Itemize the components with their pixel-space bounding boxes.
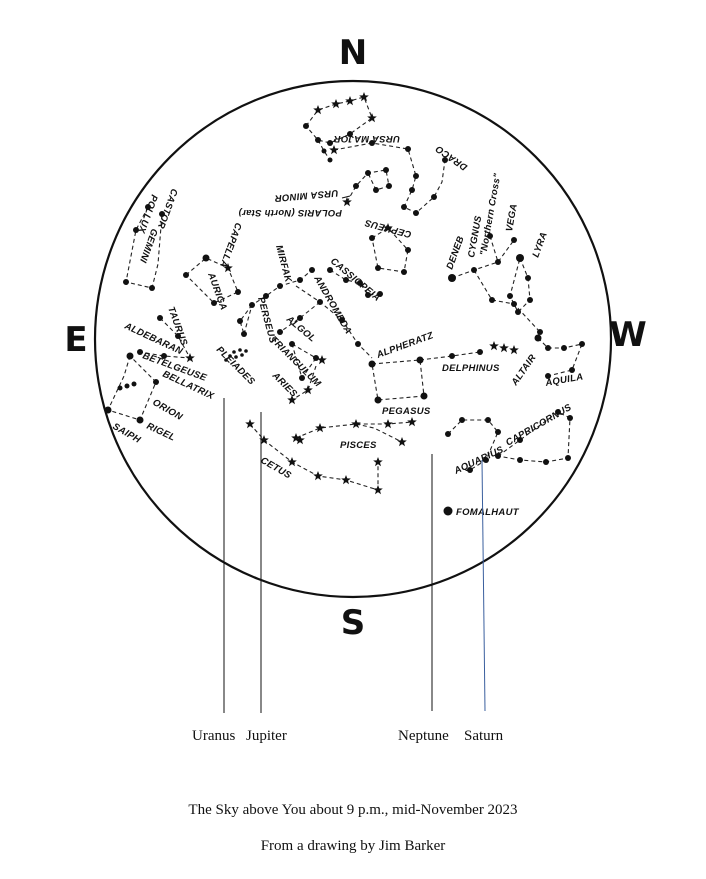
label-deneb: DENEB: [444, 235, 466, 271]
label-lyra: LYRA: [530, 230, 549, 259]
label-rigel: RIGEL: [145, 421, 177, 444]
compass-east: E: [64, 320, 87, 360]
label-orion: ORION: [151, 397, 185, 423]
label-mirfak: MIRFAK: [273, 244, 294, 285]
polaris-arrow: [341, 195, 351, 199]
label-auriga: AURIGA: [205, 270, 229, 312]
star-dots: [104, 123, 585, 516]
label-polaris: POLARIS (North Star): [238, 207, 342, 218]
label-alpheratz: ALPHERATZ: [374, 330, 435, 361]
label-pisces: PISCES: [340, 440, 377, 451]
label-ursa-major: URSA MAJOR: [333, 133, 400, 144]
horizon-circle: [93, 79, 613, 599]
caption-title: The Sky above You about 9 p.m., mid-Nove…: [188, 802, 518, 818]
label-fomalhaut: FOMALHAUT: [456, 507, 520, 518]
constellation-labels: URSA MAJOR URSA MINOR POLARIS (North Sta…: [111, 133, 585, 518]
planet-label-neptune: Neptune: [398, 728, 449, 744]
label-castor: CASTOR: [155, 187, 180, 230]
planet-label-saturn: Saturn: [464, 728, 504, 744]
label-capella: CAPELLA: [217, 221, 243, 269]
label-draco: DRACO: [433, 143, 469, 173]
label-aries: ARIES: [269, 370, 299, 400]
label-altair: ALTAIR: [509, 353, 539, 389]
label-saiph: SAIPH: [111, 421, 144, 446]
caption-credit: From a drawing by Jim Barker: [260, 838, 446, 854]
label-pegasus: PEGASUS: [382, 406, 431, 417]
label-cassiopeia: CASSIOPEIA: [328, 256, 382, 304]
compass-west: W: [609, 315, 647, 355]
label-ursa-minor: URSA MINOR: [274, 187, 339, 204]
label-capricornus: CAPRICORNUS: [504, 402, 574, 449]
label-vega: VEGA: [504, 203, 520, 233]
label-delphinus: DELPHINUS: [442, 363, 500, 374]
planet-label-jupiter: Jupiter: [246, 728, 287, 744]
label-aquarius: AQUARIUS: [452, 444, 506, 477]
planet-label-uranus: Uranus: [192, 728, 236, 744]
compass-north: N: [339, 33, 367, 73]
label-northern-cross: "Northern Cross": [478, 172, 503, 256]
planet-pointers: [223, 398, 486, 713]
label-pleiades: PLEIADES: [214, 344, 257, 387]
compass-south: S: [341, 603, 366, 643]
